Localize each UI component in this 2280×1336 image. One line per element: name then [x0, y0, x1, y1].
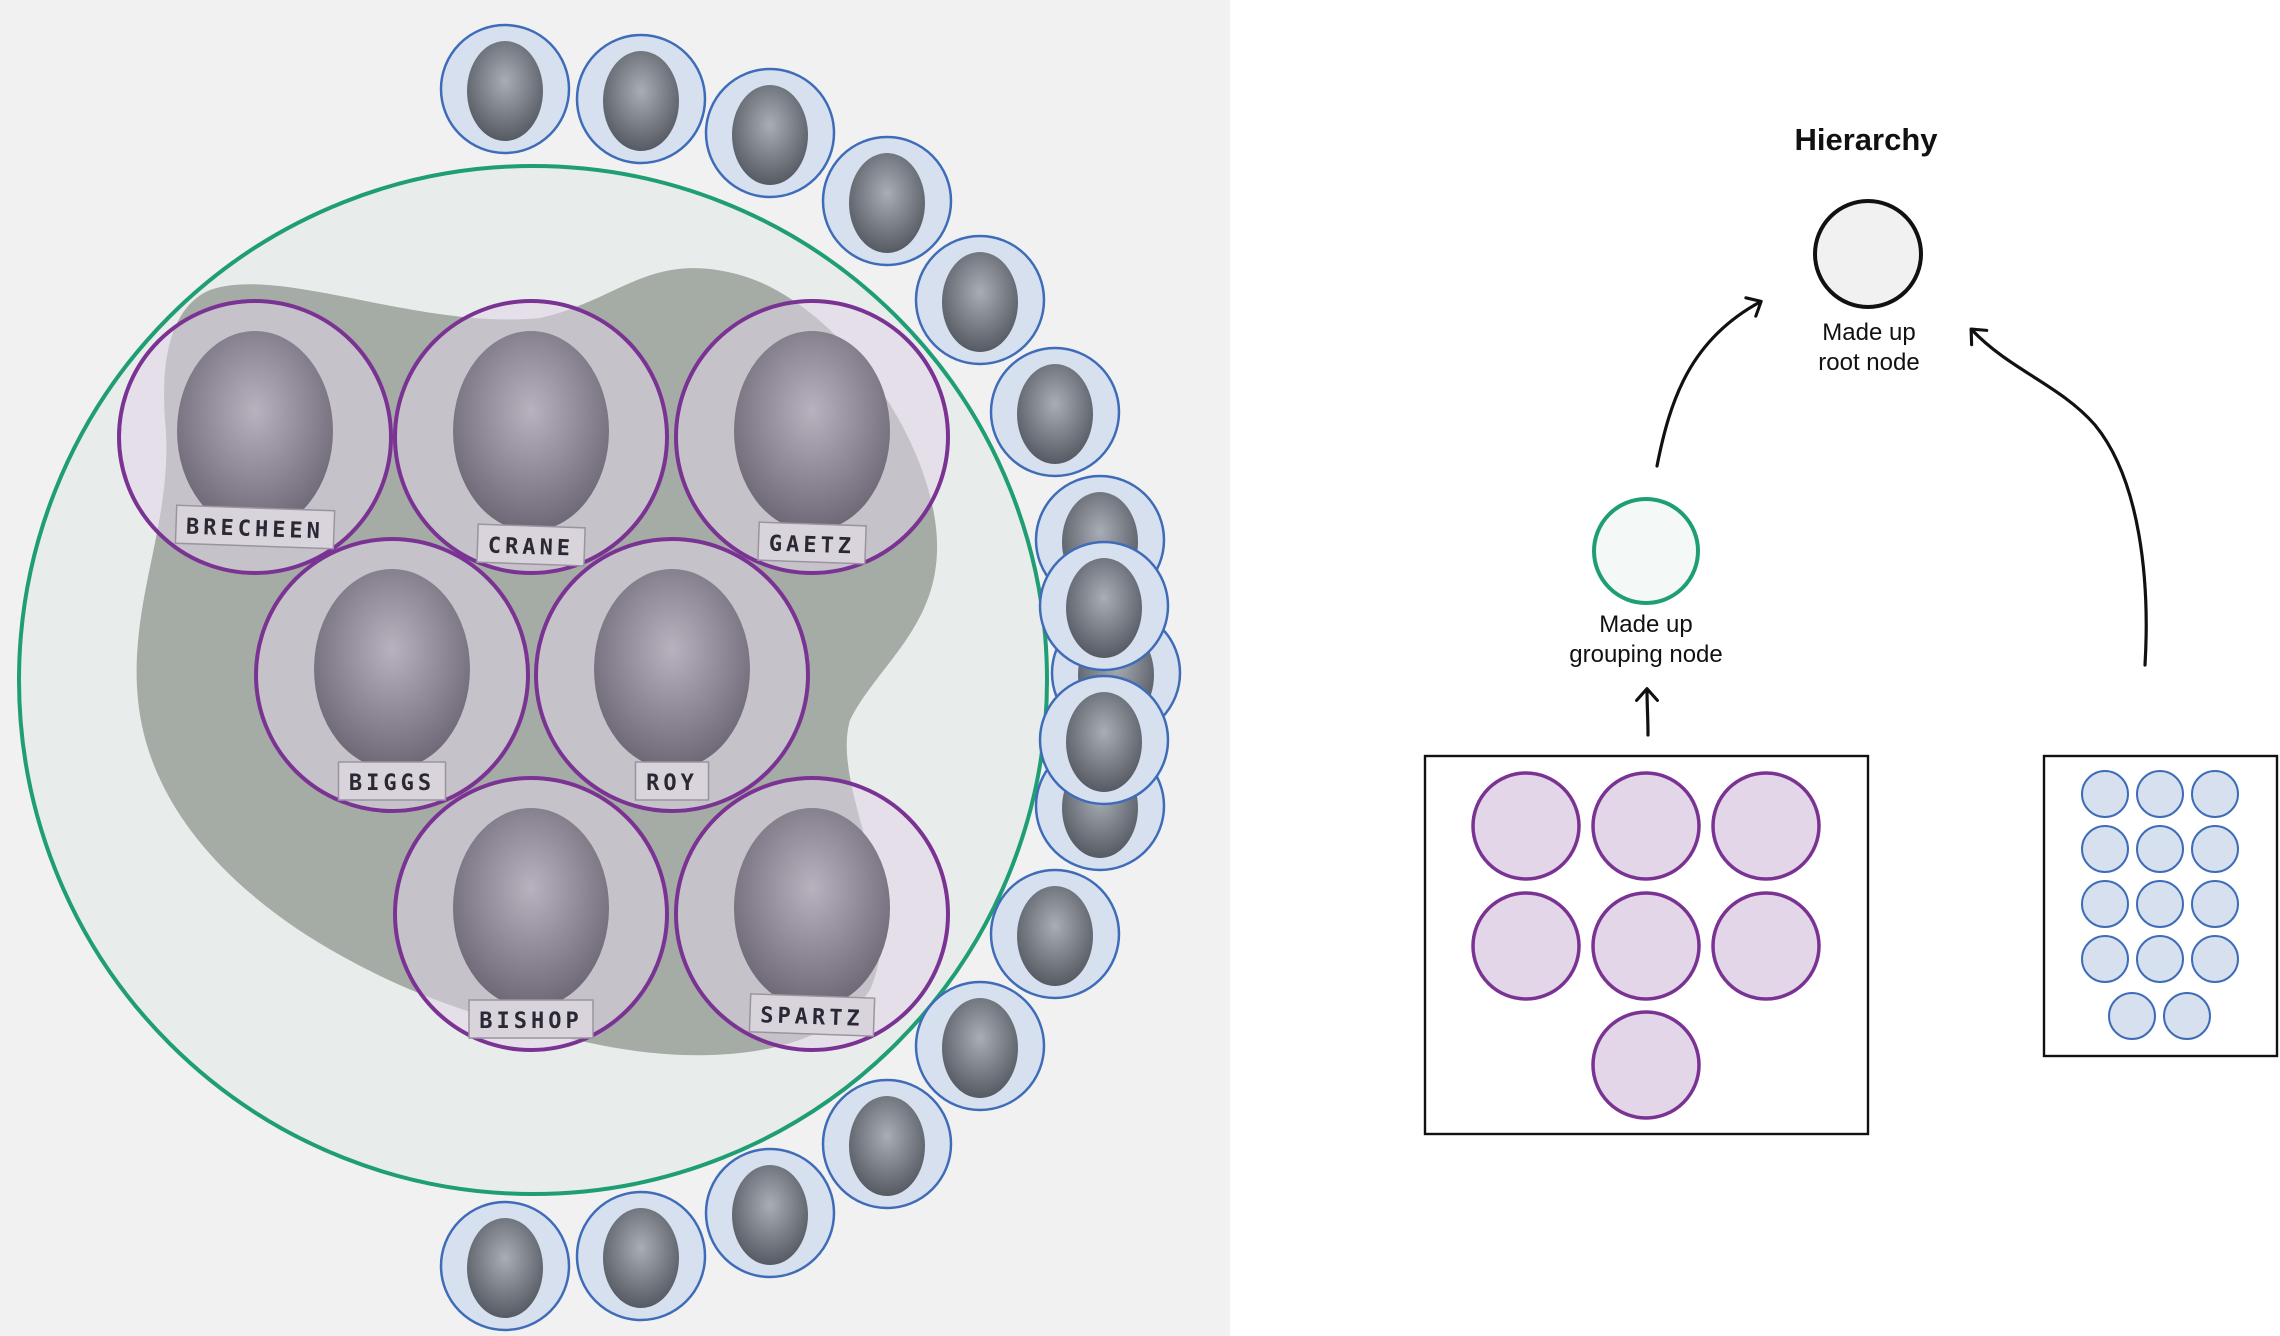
member-name-label: BRECHEEN — [186, 515, 325, 545]
outer-member — [821, 135, 953, 267]
blue-legend-circle — [2081, 880, 2129, 928]
portrait-placeholder — [732, 1165, 808, 1265]
name-tag: BIGGS — [337, 761, 447, 801]
purple-legend-circle — [1591, 1010, 1701, 1120]
portrait-placeholder — [314, 569, 470, 769]
outer-member — [989, 346, 1121, 478]
portrait-placeholder — [467, 41, 543, 141]
purple-legend-circle — [1711, 891, 1821, 1001]
portrait-placeholder — [603, 51, 679, 151]
blue-legend-circle — [2191, 880, 2239, 928]
portrait-placeholder — [603, 1208, 679, 1308]
outer-member — [439, 23, 571, 155]
outer-member — [575, 1190, 707, 1322]
member-name-label: BIGGS — [349, 771, 435, 796]
blue-legend-circle — [2191, 770, 2239, 818]
name-tag-background — [174, 504, 336, 550]
grouping-node — [1592, 497, 1700, 605]
blue-legend-circle — [2136, 880, 2184, 928]
member-name-label: BISHOP — [479, 1009, 582, 1034]
member-crane: CRANE — [393, 299, 669, 575]
blue-legend-circle — [2191, 825, 2239, 873]
member-name-label: SPARTZ — [760, 1003, 864, 1032]
member-name-label: ROY — [646, 771, 698, 796]
arrow-blue-group-to-root — [1969, 327, 2148, 667]
arrow-grouping-to-root — [1655, 296, 1763, 468]
name-tag-background — [748, 993, 876, 1037]
blue-legend-circle — [2136, 770, 2184, 818]
name-tag-background — [634, 761, 710, 801]
purple-legend-circle — [1471, 771, 1581, 881]
member-gaetz: GAETZ — [674, 299, 950, 575]
outer-member — [914, 234, 1046, 366]
portrait-placeholder — [1017, 364, 1093, 464]
member-bishop: BISHOP — [393, 776, 669, 1052]
member-biggs: BIGGS — [254, 537, 530, 813]
member-spartz: SPARTZ — [674, 776, 950, 1052]
root-node-label-line1: Made up — [1822, 319, 1915, 346]
portrait-placeholder — [453, 331, 609, 531]
blue-legend-circle — [2191, 935, 2239, 983]
member-circles: BRECHEEN CRANE GAETZ BIGGS ROY BISHOP SPARTZ — [117, 299, 950, 1052]
purple-legend-circle — [1591, 891, 1701, 1001]
outer-member — [821, 1078, 953, 1210]
blue-legend-circle — [2108, 992, 2156, 1040]
root-node — [1813, 199, 1923, 309]
portrait-placeholder — [1066, 558, 1142, 658]
member-name-label: CRANE — [487, 534, 574, 562]
name-tag-background — [757, 521, 867, 565]
name-tag: GAETZ — [757, 521, 867, 565]
root-node-label-line2: root node — [1818, 349, 1919, 376]
outer-member — [1038, 674, 1170, 806]
purple-legend-circle — [1711, 771, 1821, 881]
outer-member — [989, 868, 1121, 1000]
name-tag: ROY — [634, 761, 710, 801]
portrait-placeholder — [732, 85, 808, 185]
blue-legend-circle — [2081, 770, 2129, 818]
portrait-placeholder — [849, 1096, 925, 1196]
purple-legend-circle — [1591, 771, 1701, 881]
portrait-placeholder — [849, 153, 925, 253]
diagram-title: Hierarchy — [1794, 122, 1938, 157]
portrait-placeholder — [734, 808, 890, 1008]
name-tag: CRANE — [476, 523, 586, 567]
name-tag-background — [468, 999, 594, 1039]
portrait-placeholder — [594, 569, 750, 769]
name-tag-background — [476, 523, 586, 567]
arrow-purple-group-to-grouping — [1635, 687, 1659, 737]
grouping-node-label-line1: Made up — [1599, 611, 1692, 638]
grouping-node-label-line2: grouping node — [1569, 641, 1722, 668]
blue-legend-circle — [2136, 825, 2184, 873]
outer-member — [704, 1147, 836, 1279]
outer-member — [1038, 540, 1170, 672]
outer-member — [914, 980, 1046, 1112]
portrait-placeholder — [1066, 692, 1142, 792]
name-tag-background — [337, 761, 447, 801]
portrait-placeholder — [942, 252, 1018, 352]
blue-group-circles — [2081, 770, 2239, 1040]
member-name-label: GAETZ — [768, 532, 855, 560]
outer-member-circles — [439, 23, 1182, 1332]
name-tag: BISHOP — [468, 999, 594, 1039]
outer-member — [439, 1200, 571, 1332]
outer-member — [575, 33, 707, 165]
portrait-placeholder — [942, 998, 1018, 1098]
blue-legend-circle — [2163, 992, 2211, 1040]
portrait-placeholder — [467, 1218, 543, 1318]
portrait-placeholder — [1017, 886, 1093, 986]
blue-legend-circle — [2081, 935, 2129, 983]
outer-member — [704, 67, 836, 199]
purple-group-circles — [1471, 771, 1821, 1120]
blue-legend-circle — [2081, 825, 2129, 873]
portrait-placeholder — [177, 331, 333, 531]
portrait-placeholder — [734, 331, 890, 531]
name-tag: SPARTZ — [748, 993, 876, 1037]
member-roy: ROY — [534, 537, 810, 813]
portrait-placeholder — [453, 808, 609, 1008]
member-brecheen: BRECHEEN — [117, 299, 393, 575]
purple-legend-circle — [1471, 891, 1581, 1001]
name-tag: BRECHEEN — [174, 504, 336, 550]
blue-legend-circle — [2136, 935, 2184, 983]
